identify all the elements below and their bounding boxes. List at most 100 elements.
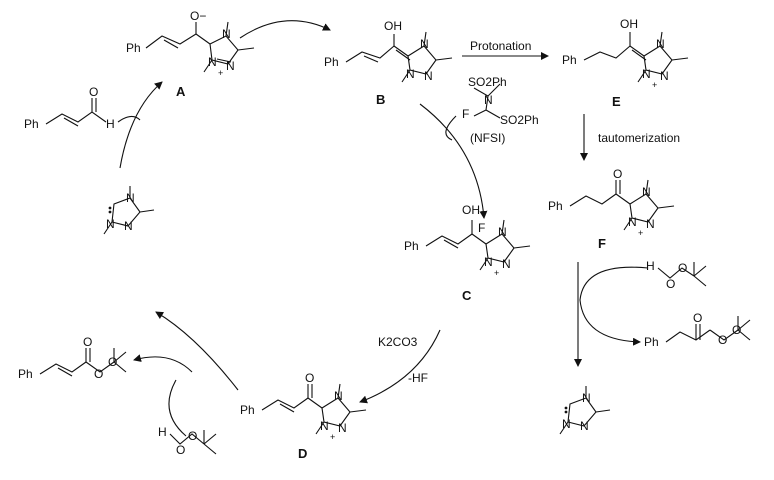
- sulfonyl-bottom: SO2Ph: [500, 113, 539, 127]
- nitrogen-c1: N: [498, 225, 507, 239]
- carbonyl-aldehyde: O: [89, 85, 98, 99]
- structure-c: Ph OH F N N N + C: [404, 203, 531, 303]
- hydroxyl-c: OH: [462, 203, 480, 217]
- phenyl-perester-right: Ph: [644, 335, 659, 349]
- charge-e: +: [652, 80, 657, 90]
- nitrogen-e2: N: [642, 67, 651, 81]
- structure-d: Ph O N N N + D: [240, 371, 367, 461]
- nitrogen-nfsi: N: [484, 93, 493, 107]
- hydrogen-left: H: [158, 425, 167, 439]
- phenyl-perester-left: Ph: [18, 367, 33, 381]
- tbuooh-right: H O O: [646, 259, 707, 291]
- label-f: F: [598, 236, 606, 251]
- phenyl-b: Ph: [324, 55, 339, 69]
- condition-base: K2CO3: [378, 335, 418, 349]
- charge-a: +: [218, 68, 223, 78]
- nitrogen-d2: N: [320, 419, 329, 433]
- arrow-nfsi-hook: [445, 115, 457, 141]
- condition-tautomerization: tautomerization: [598, 131, 680, 145]
- structure-b: Ph OH N N N B: [324, 19, 453, 107]
- oxygen-left-1: O: [176, 443, 185, 457]
- nitrogen-cat-right-1: N: [582, 391, 591, 405]
- structure-e: Ph OH N N N + E: [562, 17, 689, 109]
- nhc-catalyst-right: N N N: [559, 386, 611, 435]
- arrow-d-to-catalyst: [155, 311, 239, 391]
- label-d: D: [298, 446, 307, 461]
- arrow-tbuooh-in: [579, 266, 649, 301]
- hydroxyl-b: OH: [384, 19, 402, 33]
- oxide-a: O−: [190, 9, 206, 23]
- label-b: B: [376, 92, 385, 107]
- charge-f: +: [638, 228, 643, 238]
- charge-c: +: [494, 268, 499, 278]
- oxygen-right-1: O: [666, 277, 675, 291]
- nitrogen-b1: N: [420, 37, 429, 51]
- structure-a: Ph O− N N N + A: [126, 9, 255, 99]
- oxygen-perester-left-2: O: [108, 355, 117, 369]
- perester-left: Ph O O O: [18, 335, 127, 381]
- label-e: E: [612, 94, 621, 109]
- sulfonyl-top: SO2Ph: [468, 75, 507, 89]
- arrow-catalyst-to-a: [119, 81, 163, 169]
- arrow-peroxide-in: [168, 379, 187, 437]
- nitrogen-b3: N: [424, 69, 433, 83]
- nitrogen-f2: N: [628, 215, 637, 229]
- nitrogen-a3: N: [226, 59, 235, 73]
- nitrogen-cat-right-3: N: [580, 419, 589, 433]
- tbuooh-left: H O O: [158, 425, 217, 457]
- arrow-a-to-b: [239, 20, 331, 39]
- label-c: C: [462, 288, 472, 303]
- nitrogen-cat-left-3: N: [124, 219, 133, 233]
- perester-right: Ph O O O: [644, 311, 751, 349]
- nitrogen-d1: N: [334, 389, 343, 403]
- cycle-arrows: [117, 20, 649, 437]
- hydrogen-aldehyde: H: [106, 117, 115, 131]
- nitrogen-f1: N: [642, 185, 651, 199]
- nhc-catalyst-left: N N N: [103, 186, 155, 235]
- nitrogen-cat-left-1: N: [126, 191, 135, 205]
- cinnamaldehyde: Ph O H: [24, 85, 115, 131]
- arrow-perester-out: [133, 354, 193, 373]
- nitrogen-cat-right-2: N: [562, 417, 571, 431]
- fluorine-nfsi: F: [462, 107, 469, 121]
- label-a: A: [176, 84, 186, 99]
- nitrogen-c3: N: [502, 257, 511, 271]
- hydroxyl-e: OH: [620, 17, 638, 31]
- nitrogen-a2: N: [208, 55, 217, 69]
- nitrogen-f3: N: [646, 217, 655, 231]
- arrow-c-to-d: [359, 329, 441, 404]
- carbonyl-f: O: [613, 167, 622, 181]
- arrow-f-perester-out: [579, 299, 641, 346]
- nitrogen-b2: N: [406, 67, 415, 81]
- oxygen-perester-right-1: O: [718, 333, 727, 347]
- hydrogen-right: H: [646, 259, 655, 273]
- nitrogen-cat-left-2: N: [106, 217, 115, 231]
- oxygen-perester-left-1: O: [94, 367, 103, 381]
- structure-f: Ph O N N N + F: [548, 167, 675, 251]
- oxygen-right-2: O: [678, 261, 687, 275]
- nitrogen-e1: N: [656, 37, 665, 51]
- phenyl-d: Ph: [240, 403, 255, 417]
- nitrogen-d3: N: [338, 421, 347, 435]
- phenyl-e: Ph: [562, 53, 577, 67]
- phenyl-aldehyde: Ph: [24, 117, 39, 131]
- condition-protonation: Protonation: [470, 39, 531, 53]
- nfsi-reagent: SO2Ph N F SO2Ph (NFSI): [462, 75, 539, 145]
- carbonyl-d: O: [305, 371, 314, 385]
- phenyl-a: Ph: [126, 41, 141, 55]
- phenyl-c: Ph: [404, 239, 419, 253]
- oxygen-left-2: O: [188, 429, 197, 443]
- charge-d: +: [330, 432, 335, 442]
- nitrogen-e3: N: [660, 69, 669, 83]
- nitrogen-c2: N: [484, 255, 493, 269]
- carbonyl-perester-right: O: [693, 311, 702, 325]
- condition-elimination: -HF: [408, 371, 428, 385]
- nfsi-caption: (NFSI): [470, 131, 505, 145]
- arrow-aldehyde-in: [117, 115, 141, 123]
- phenyl-f: Ph: [548, 199, 563, 213]
- carbonyl-perester-left: O: [83, 335, 92, 349]
- fluorine-c: F: [478, 221, 485, 235]
- nitrogen-a1: N: [222, 27, 231, 41]
